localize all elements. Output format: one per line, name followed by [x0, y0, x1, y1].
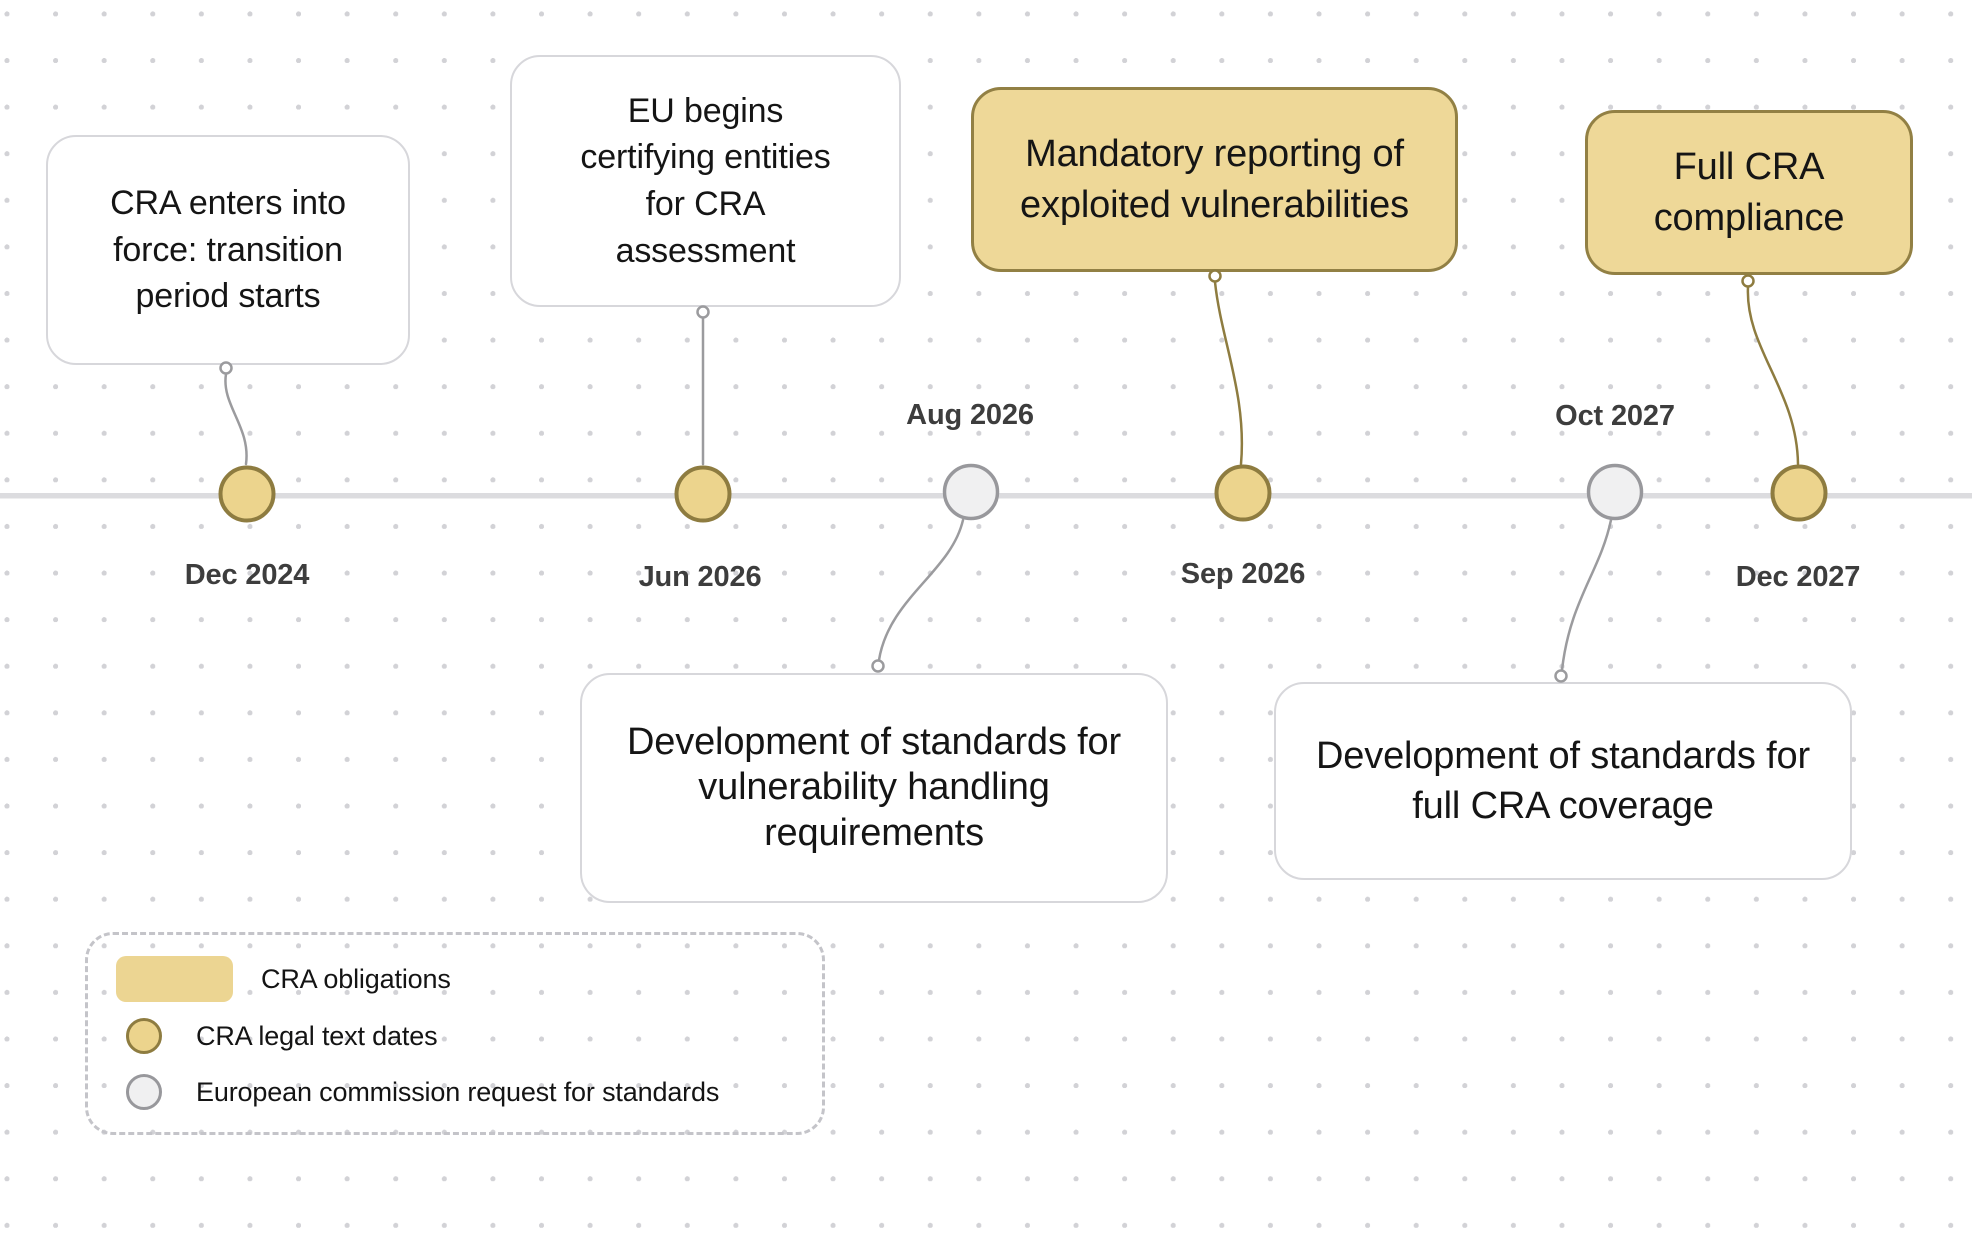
milestone-dot-aug-2026 [942, 463, 1000, 521]
milestone-dot-dec-2024 [218, 465, 276, 523]
connector-endpoint-aug-2026 [871, 659, 885, 673]
connector-aug-2026 [877, 518, 965, 662]
milestone-dot-jun-2026 [674, 465, 732, 523]
legend-label-cra-obligations: CRA obligations [261, 964, 451, 994]
milestone-dot-oct-2027 [1586, 463, 1644, 521]
milestone-dot-sep-2026 [1214, 464, 1272, 522]
connector-endpoint-jun-2026 [696, 305, 710, 319]
timeline-line [0, 493, 1972, 499]
legend-swatch-ec-request-for-standards [126, 1074, 162, 1110]
card-standards-full-cra-coverage: Development of standards for full CRA co… [1274, 682, 1852, 880]
date-label-sep-2026: Sep 2026 [1180, 558, 1306, 590]
milestone-dot-dec-2027 [1770, 464, 1828, 522]
legend-swatch-cra-legal-text-dates [126, 1018, 162, 1054]
card-standards-vulnerability-handling: Development of standards for vulnerabili… [580, 673, 1168, 903]
connector-endpoint-sep-2026 [1208, 269, 1222, 283]
legend-swatch-cra-obligations [116, 956, 233, 1002]
date-label-dec-2024: Dec 2024 [184, 559, 310, 591]
card-full-cra-compliance: Full CRA compliance [1585, 110, 1913, 275]
connector-oct-2027 [1560, 518, 1613, 672]
legend-label-cra-legal-text-dates: CRA legal text dates [196, 1021, 438, 1051]
connector-endpoint-dec-2027 [1741, 274, 1755, 288]
card-cra-enters-into-force: CRA enters into force: transition period… [46, 135, 410, 365]
connector-endpoint-oct-2027 [1554, 669, 1568, 683]
legend: CRA obligations CRA legal text dates Eur… [85, 932, 825, 1135]
card-eu-begins-certifying: EU begins certifying entities for CRA as… [510, 55, 901, 307]
legend-label-ec-request-for-standards: European commission request for standard… [196, 1077, 720, 1107]
date-label-oct-2027: Oct 2027 [1555, 400, 1675, 432]
connector-dec-2024 [224, 372, 248, 466]
date-label-jun-2026: Jun 2026 [638, 561, 762, 593]
date-label-aug-2026: Aug 2026 [906, 399, 1034, 431]
date-label-dec-2027: Dec 2027 [1735, 561, 1861, 593]
connector-dec-2027 [1746, 285, 1800, 466]
connector-sep-2026 [1213, 280, 1244, 466]
card-mandatory-reporting: Mandatory reporting of exploited vulnera… [971, 87, 1458, 272]
